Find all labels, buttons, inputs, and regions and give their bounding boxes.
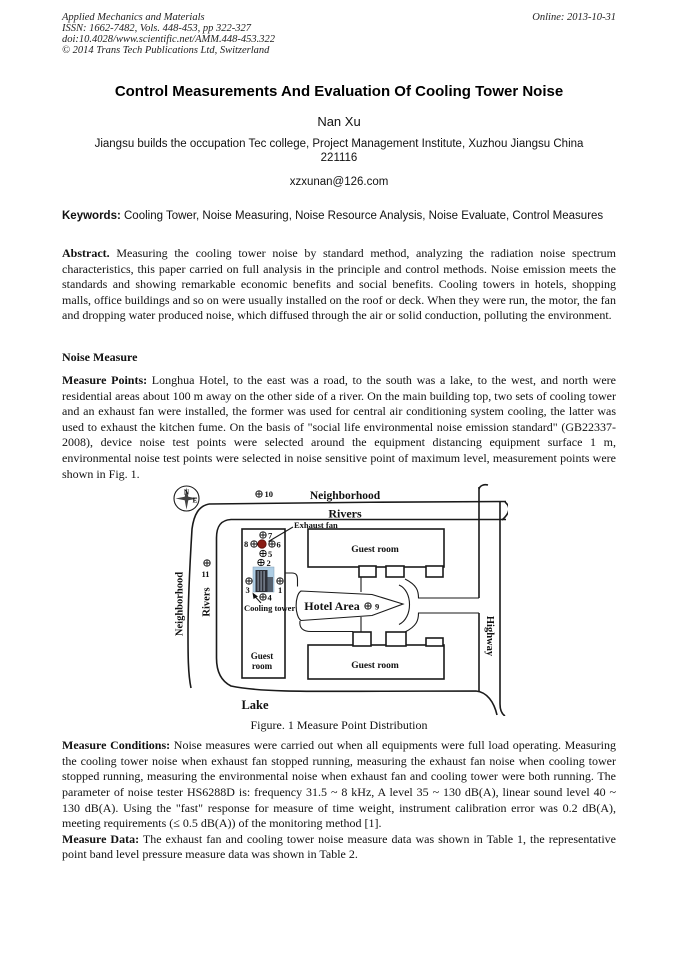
banner-outer-curve [398,584,410,626]
point-8-label: 8 [244,539,248,549]
point-11-label: 11 [201,569,209,579]
compass-north-label: N [183,488,189,497]
exhaust-fan-pointer [267,526,293,543]
equipment-step-wall [284,572,298,587]
highway-right-line [498,502,505,717]
measure-conditions-paragraph: Measure Conditions: Noise measures were … [62,738,616,832]
point-symbol-9 [363,602,372,610]
cooling-tower-arrowhead [252,592,258,600]
point-symbol-5 [258,549,267,558]
point-symbol-6 [267,540,276,548]
author-email: xzxunan@126.com [289,176,389,188]
guest-room-top-tab1 [357,565,377,578]
copyright-line: © 2014 Trans Tech Publications Ltd, Swit… [62,45,270,56]
exhaust-fan-label: Exhaust fan [294,520,338,530]
point-7-label: 7 [268,531,273,541]
guest-room-top-tab3 [424,565,444,578]
point-symbol-3 [244,577,253,585]
point-1-label: 1 [278,585,282,595]
page-title: Control Measurements And Evaluation Of C… [114,83,564,100]
cooling-tower-label: Cooling tower [244,603,295,613]
point-symbol-11 [202,559,211,567]
abstract-text: Measuring the cooling tower noise by sta… [62,246,616,323]
keywords-text: Cooling Tower, Noise Measuring, Noise Re… [120,210,604,222]
hotel-area-label: Hotel Area [304,599,359,613]
neighborhood-top-label: Neighborhood [309,490,380,502]
measure-data-label: Measure Data: [62,831,140,846]
point-symbol-2 [256,558,265,567]
river-left-outer-line [186,503,209,689]
guest-room-top-label: Guest room [351,545,399,555]
doi-line: doi:10.4028/www.scientific.net/AMM.448-4… [62,34,275,45]
river-end-curve [500,501,508,521]
hotel-area-banner [295,590,405,622]
journal-header: Applied Mechanics and Materials ISSN: 16… [62,12,616,56]
banner-lower-connector [298,621,353,633]
cooling-tower-photo [252,566,274,593]
river-top-line [208,500,506,505]
measure-points-paragraph: Measure Points: Longhua Hotel, to the ea… [62,373,616,482]
point-9-label: 9 [375,602,379,612]
point-symbol-1 [275,577,284,585]
compass-east-label: E [192,496,197,505]
compass: N E [172,485,200,512]
point-5-label: 5 [268,549,272,559]
affiliation-line1: Jiangsu builds the occupation Tec colleg… [94,138,584,150]
online-date: Online: 2013-10-31 [532,12,616,23]
road-funnel-lower [404,612,479,633]
section-heading-noise-measure: Noise Measure [62,349,138,364]
journal-name: Applied Mechanics and Materials [62,12,205,23]
point-2-label: 2 [266,558,270,568]
measure-conditions-text: Noise measures were carried out when all… [62,738,617,831]
point-symbol-7 [258,531,267,539]
hotel-boundary-line [215,518,506,716]
neighborhood-left-label: Neighborhood [174,572,185,636]
exhaust-fan-dot [256,539,267,549]
measure-data-paragraph: Measure Data: The exhaust fan and coolin… [62,832,616,863]
road-funnel-upper [404,578,479,599]
point-6-label: 6 [276,540,280,550]
abstract-label: Abstract. [62,246,110,260]
keywords-label: Keywords: [62,210,121,222]
guest-room-top-tab2 [384,565,405,578]
point-symbol-10 [254,490,263,498]
guest-room-bottom-tab3 [424,637,444,647]
point-symbol-4 [258,593,267,601]
affiliation: Jiangsu builds the occupation Tec colleg… [62,138,616,165]
affiliation-line2: 221116 [320,151,358,164]
figure-caption: Figure. 1 Measure Point Distribution [250,718,428,733]
point-symbol-8 [249,540,258,548]
highway-top-hook [477,484,488,490]
issn-line: ISSN: 1662-7482, Vols. 448-453, pp 322-3… [62,23,251,34]
guest-room-small-label-line2: room [251,661,272,671]
rivers-top-label: Rivers [328,507,362,521]
compass-star [175,487,197,510]
guest-room-bottom-tab2 [384,631,407,647]
author-name: Nan Xu [317,114,361,129]
guest-room-bottom-label: Guest room [351,661,399,671]
highway-label: Highway [484,616,495,657]
keywords-paragraph: Keywords: Cooling Tower, Noise Measuring… [62,209,616,224]
guest-room-small-label-line1: Guest [250,651,273,661]
journal-header-left: Applied Mechanics and Materials ISSN: 16… [62,12,275,56]
measure-point-map: N E Exhaust fan Cooling tower 10 [172,484,508,717]
measure-data-text: The exhaust fan and cooling tower noise … [62,831,616,862]
rivers-left-label: Rivers [201,588,212,617]
measure-conditions-label: Measure Conditions: [62,738,171,753]
point-3-label: 3 [245,585,249,595]
point-4-label: 4 [267,593,272,603]
measure-points-text: Longhua Hotel, to the east was a road, t… [62,372,616,481]
guest-room-bottom-tab1 [351,631,372,647]
measure-points-label: Measure Points: [62,372,148,387]
lake-label: Lake [241,698,269,712]
abstract-paragraph: Abstract. Measuring the cooling tower no… [62,246,616,324]
guest-room-bottom-box [306,644,445,680]
point-10-label: 10 [264,489,273,499]
figure-1: N E Exhaust fan Cooling tower 10 [171,482,508,733]
